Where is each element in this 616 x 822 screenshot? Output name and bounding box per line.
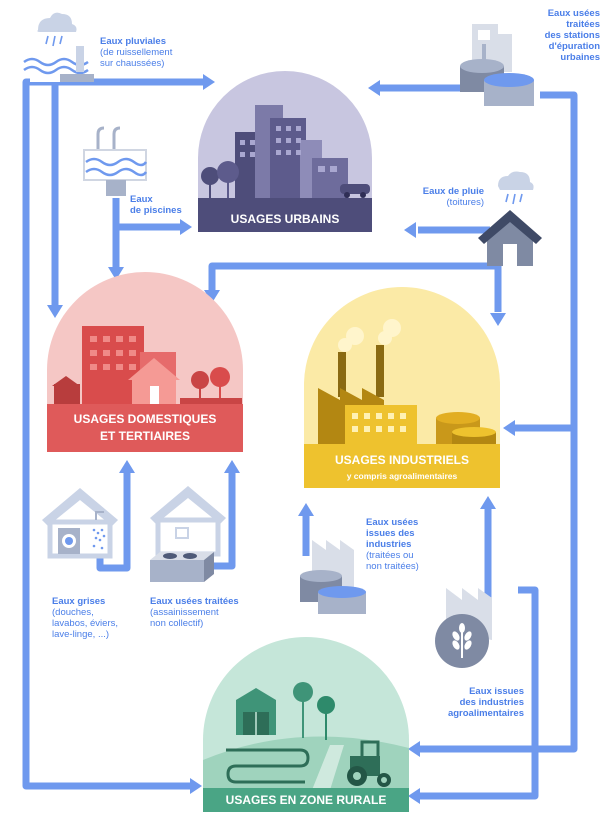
arrow-pluie-domestic: [204, 290, 220, 303]
label-eaux-pluviales-line2: (de ruissellement: [100, 47, 173, 58]
label-grises-line1: Eaux grises: [52, 596, 106, 607]
arrow-to-urban-right: [368, 80, 380, 96]
label-eaux-pluie: Eaux de pluie (toitures): [380, 186, 484, 208]
industrial-title: USAGES INDUSTRIELS: [335, 453, 469, 467]
label-eaux-agroalimentaires: Eaux issues des industries agroalimentai…: [420, 686, 524, 719]
label-agro-line2: des industries: [459, 697, 524, 708]
arrow-agro-industrial: [480, 496, 496, 509]
label-eaux-pluviales-line3: sur chaussées): [100, 58, 165, 69]
label-ind-line2: issues des: [366, 528, 415, 539]
label-eaux-grises: Eaux grises (douches, lavabos, éviers, l…: [52, 596, 118, 640]
domestic-title-line1: USAGES DOMESTIQUES: [74, 412, 217, 426]
flow-arrowheads: [47, 74, 515, 804]
label-grises-line3: lavabos, éviers,: [52, 618, 119, 629]
agrifood-industry-icon: [435, 588, 492, 668]
pipe-pluie-domestic: [208, 262, 498, 290]
label-grises-line2: (douches,: [52, 607, 94, 618]
pipe-step-right: [515, 91, 578, 432]
arrow-step-industrial: [503, 420, 515, 436]
industrial-subtitle: y compris agroalimentaires: [347, 471, 458, 481]
zone-domestic: USAGES DOMESTIQUES ET TERTIAIRES: [47, 272, 243, 452]
label-agro-line1: Eaux issues: [469, 686, 524, 697]
label-eaux-usees-anc: Eaux usées traitées (assainissement non …: [150, 596, 239, 629]
pipe-step-rural: [420, 420, 578, 753]
arrow-piscines-urban: [180, 219, 192, 235]
arrow-pluie-industrial: [490, 313, 506, 326]
arrow-indwaste-industrial: [298, 503, 314, 516]
label-piscines-line2: de piscines: [130, 205, 182, 216]
arrow-step-rural: [408, 741, 420, 757]
arrow-pluviales-domestic: [47, 305, 63, 318]
label-ind-line5: non traitées): [366, 561, 419, 572]
label-eaux-piscines: Eaux de piscines: [130, 194, 182, 216]
label-piscines-line1: Eaux: [130, 194, 153, 205]
rural-title: USAGES EN ZONE RURALE: [226, 793, 387, 807]
label-step-line3: des stations: [544, 30, 600, 41]
label-step-line2: traitées: [566, 19, 600, 30]
flow-pipes: [22, 78, 578, 800]
label-pluie-line1: Eaux de pluie: [422, 186, 484, 197]
rain-runoff-icon: [23, 12, 94, 82]
label-ind-line3: industries: [366, 539, 412, 550]
arrow-agro-rural: [408, 788, 420, 804]
label-ind-line1: Eaux usées: [366, 517, 419, 528]
label-eaux-usees-step: Eaux usées traitées des stations d'épura…: [510, 8, 600, 63]
pipe-agro-rural: [420, 586, 539, 800]
zone-industrial: USAGES INDUSTRIELS y compris agroaliment…: [304, 287, 500, 488]
arrow-to-urban-left: [203, 74, 215, 90]
arrow-to-rural-left: [190, 778, 202, 794]
pipe-grises-domestic: [96, 472, 131, 572]
label-anc-line1: Eaux usées traitées: [150, 596, 239, 607]
label-grises-line4: lave-linge, ...): [52, 629, 110, 640]
septic-house-icon: [150, 486, 226, 582]
arrow-pluie-urban: [404, 222, 416, 238]
treatment-plant-icon: [460, 24, 534, 106]
arrow-piscines-domestic: [108, 267, 124, 280]
zone-urban: USAGES URBAINS: [198, 71, 372, 232]
label-step-line5: urbaines: [560, 52, 600, 63]
swimming-pool-icon: [83, 126, 148, 196]
label-anc-line3: non collectif): [150, 618, 204, 629]
label-eaux-pluviales-title: Eaux pluviales: [100, 36, 167, 47]
zone-rural: USAGES EN ZONE RURALE: [203, 637, 409, 812]
label-anc-line2: (assainissement: [150, 607, 219, 618]
greywater-house-icon: [42, 488, 118, 559]
domestic-title-line2: ET TERTIAIRES: [100, 429, 190, 443]
urban-title: USAGES URBAINS: [231, 212, 340, 226]
label-pluie-line2: (toitures): [446, 197, 484, 208]
label-step-line1: Eaux usées: [547, 8, 600, 19]
label-step-line4: d'épuration: [548, 41, 600, 52]
arrow-grises-domestic: [119, 460, 135, 473]
industrial-wastewater-icon: [300, 540, 366, 614]
arrow-anc-domestic: [224, 460, 240, 473]
roof-rain-icon: [478, 171, 542, 266]
label-eaux-pluviales: Eaux pluviales (de ruissellement sur cha…: [100, 36, 172, 69]
label-eaux-usees-industries: Eaux usées issues des industries (traité…: [366, 517, 419, 572]
label-ind-line4: (traitées ou: [366, 550, 414, 561]
label-agro-line3: agroalimentaires: [447, 708, 524, 719]
